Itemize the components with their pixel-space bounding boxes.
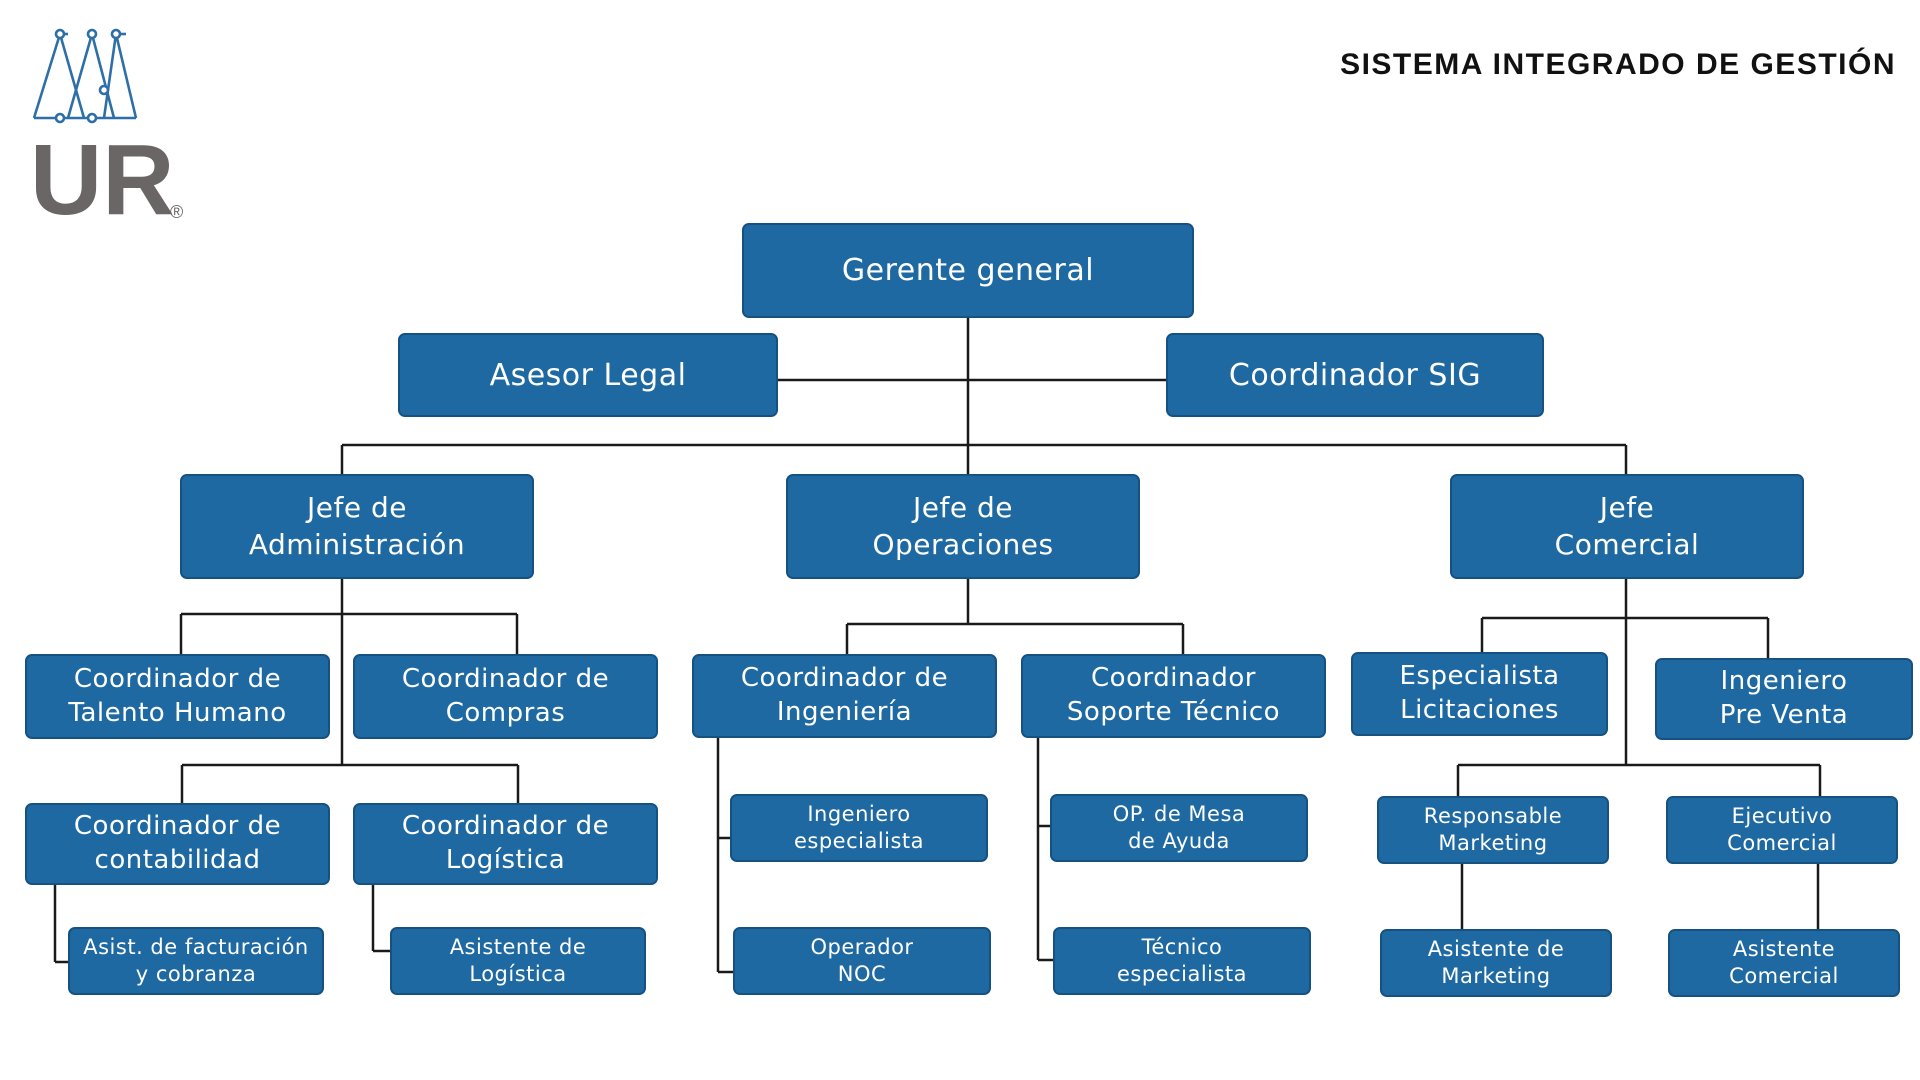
asistente-comercial-box: Asistente Comercial — [1668, 929, 1900, 997]
coordinador-soporte-tecnico-box: Coordinador Soporte Técnico — [1021, 654, 1326, 738]
asistente-logistica-box: Asistente de Logística — [390, 927, 646, 995]
tecnico-especialista-box: Técnico especialista — [1053, 927, 1311, 995]
coordinador-ingenieria-box: Coordinador de Ingeniería — [692, 654, 997, 738]
jefe-administracion-box: Jefe de Administración — [180, 474, 534, 579]
asistente-facturacion-box: Asist. de facturación y cobranza — [68, 927, 324, 995]
especialista-licitaciones-box: Especialista Licitaciones — [1351, 652, 1608, 736]
op-mesa-ayuda-box: OP. de Mesa de Ayuda — [1050, 794, 1308, 862]
responsable-marketing-box: Responsable Marketing — [1377, 796, 1609, 864]
page-title: SISTEMA INTEGRADO DE GESTIÓN — [1340, 48, 1896, 81]
logo-text: UR — [30, 124, 174, 228]
company-logo: UR ® — [30, 28, 183, 228]
coordinador-contabilidad-box: Coordinador de contabilidad — [25, 803, 330, 885]
coordinador-talento-humano-box: Coordinador de Talento Humano — [25, 654, 330, 739]
jefe-comercial-box: Jefe Comercial — [1450, 474, 1804, 579]
coordinador-compras-box: Coordinador de Compras — [353, 654, 658, 739]
jefe-operaciones-box: Jefe de Operaciones — [786, 474, 1140, 579]
gerente-general-box: Gerente general — [742, 223, 1194, 318]
logo-lines-icon — [32, 28, 138, 124]
ingeniero-pre-venta-box: Ingeniero Pre Venta — [1655, 658, 1913, 740]
ingeniero-especialista-box: Ingeniero especialista — [730, 794, 988, 862]
asistente-marketing-box: Asistente de Marketing — [1380, 929, 1612, 997]
operador-noc-box: Operador NOC — [733, 927, 991, 995]
coordinador-sig-box: Coordinador SIG — [1166, 333, 1544, 417]
coordinador-logistica-box: Coordinador de Logística — [353, 803, 658, 885]
asesor-legal-box: Asesor Legal — [398, 333, 778, 417]
ejecutivo-comercial-box: Ejecutivo Comercial — [1666, 796, 1898, 864]
registered-mark-icon: ® — [170, 202, 183, 222]
